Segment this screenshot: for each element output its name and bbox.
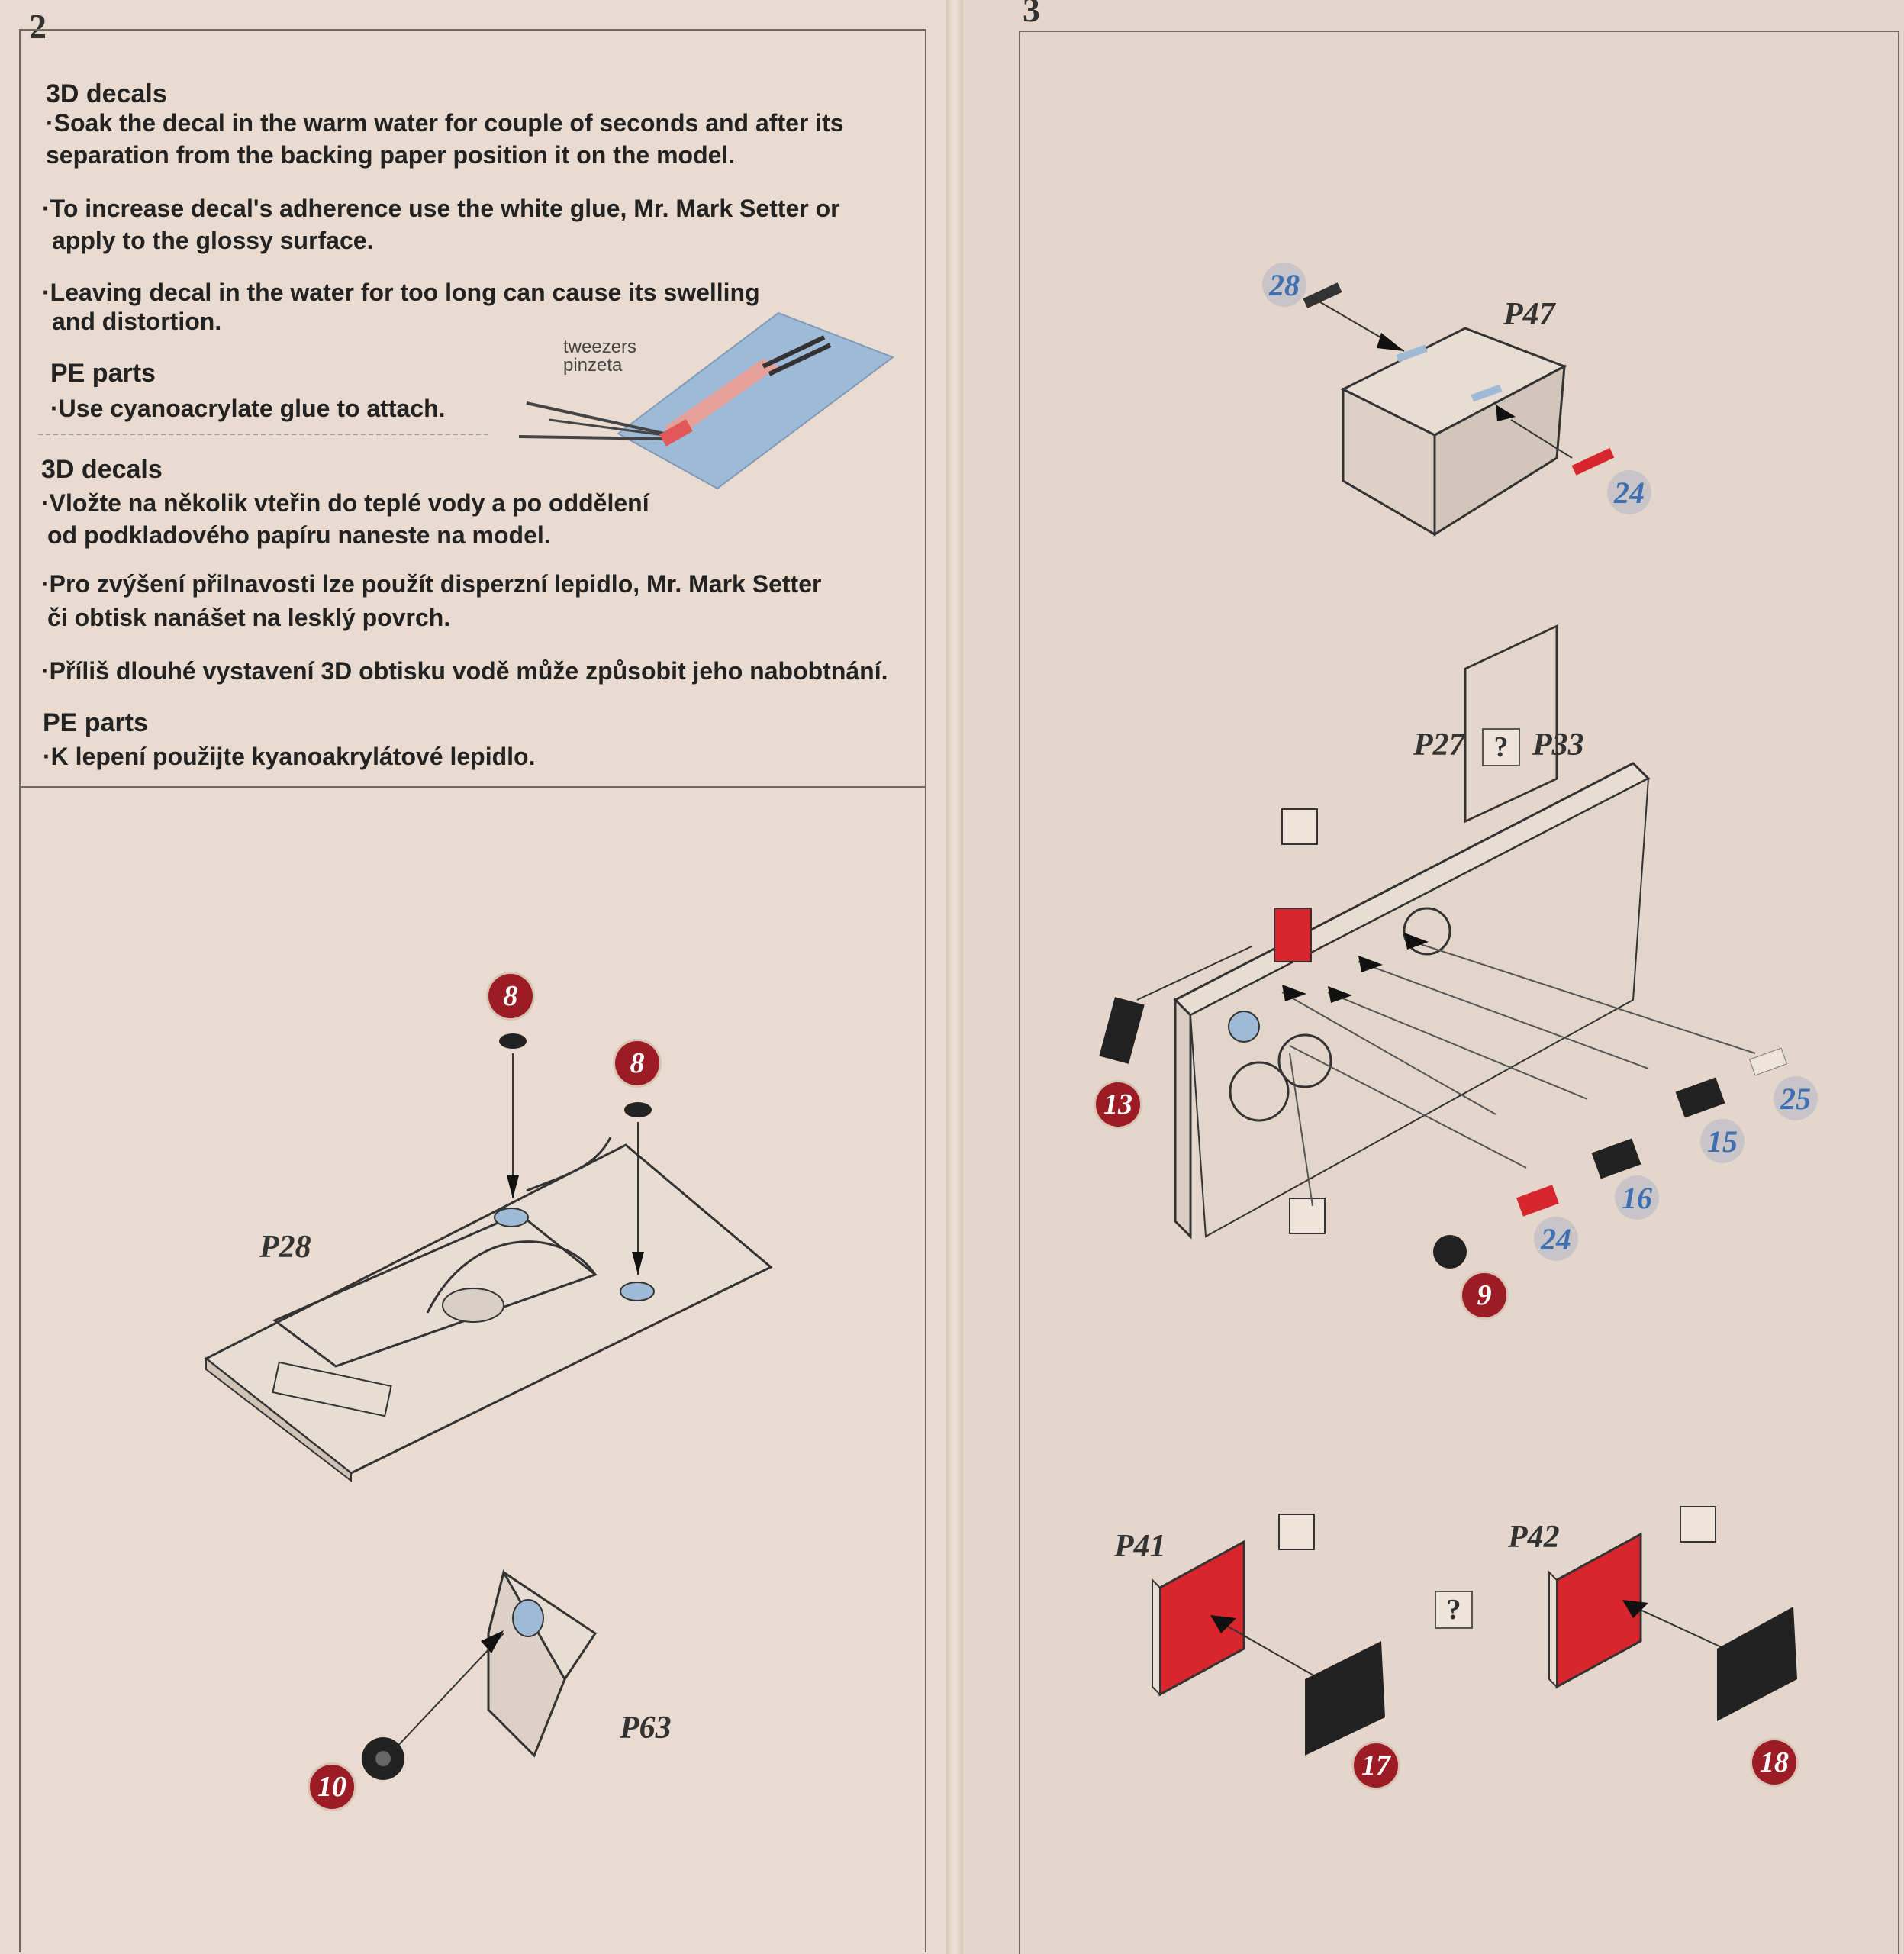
decal-paper-illustration bbox=[518, 311, 895, 490]
left-diagram-panel bbox=[19, 785, 926, 1952]
callout-24b: 24 bbox=[1534, 1217, 1578, 1261]
part-p33: P33 bbox=[1532, 727, 1584, 763]
page-number-right: 3 bbox=[1023, 0, 1040, 29]
callout-28: 28 bbox=[1262, 263, 1306, 307]
en-3d-line1a: ·Soak the decal in the warm water for co… bbox=[46, 109, 844, 137]
p27-wall-drawing bbox=[1099, 624, 1788, 1269]
p47-box-drawing bbox=[1303, 282, 1615, 537]
en-pe-title: PE parts bbox=[50, 359, 156, 388]
cz-pe-title: PE parts bbox=[43, 708, 148, 737]
en-3d-line2b: apply to the glossy surface. bbox=[52, 227, 374, 254]
callout-8b: 8 bbox=[615, 1041, 659, 1085]
cz-pe-line1: ·K lepení použijte kyanoakrylátové lepid… bbox=[43, 743, 536, 770]
part-p63: P63 bbox=[620, 1711, 672, 1746]
en-pe-line1: ·Use cyanoacrylate glue to attach. bbox=[50, 395, 446, 422]
callout-9: 9 bbox=[1462, 1273, 1506, 1317]
alternative-box-1: ? bbox=[1482, 728, 1520, 766]
callout-18: 18 bbox=[1752, 1740, 1796, 1785]
tweezers-label: tweezers bbox=[563, 337, 637, 357]
en-3d-line2a: ·To increase decal's adherence use the w… bbox=[42, 195, 840, 222]
instructions-box bbox=[19, 29, 926, 788]
callout-13: 13 bbox=[1096, 1082, 1140, 1127]
callout-24a: 24 bbox=[1607, 470, 1651, 514]
part-p47: P47 bbox=[1503, 297, 1555, 332]
callout-17: 17 bbox=[1354, 1743, 1398, 1788]
en-3d-line1b: separation from the backing paper positi… bbox=[46, 141, 736, 169]
right-diagram-panel bbox=[1019, 31, 1899, 1954]
alternative-box-2: ? bbox=[1435, 1591, 1473, 1629]
part-p27: P27 bbox=[1413, 727, 1465, 763]
p63-bracket-drawing bbox=[362, 1569, 598, 1780]
callout-16: 16 bbox=[1615, 1175, 1659, 1220]
cz-3d-title: 3D decals bbox=[41, 455, 163, 484]
en-3d-line3b: and distortion. bbox=[52, 308, 222, 335]
cz-3d-line2a: ·Pro zvýšení přilnavosti lze použít disp… bbox=[41, 570, 822, 598]
pinzeta-label: pinzeta bbox=[563, 355, 623, 376]
p28-floor-drawing bbox=[204, 1137, 773, 1483]
callout-8a: 8 bbox=[488, 974, 533, 1018]
p42-panel-drawing bbox=[1548, 1506, 1797, 1721]
cz-3d-line1a: ·Vložte na několik vteřin do teplé vody … bbox=[41, 489, 649, 517]
en-3d-line3a: ·Leaving decal in the water for too long… bbox=[42, 279, 760, 306]
p28-callout-lines bbox=[499, 1033, 652, 1275]
callout-10: 10 bbox=[310, 1765, 354, 1809]
cz-3d-line2b: či obtisk nanášet na lesklý povrch. bbox=[47, 604, 451, 631]
cz-3d-line1b: od podkladového papíru naneste na model. bbox=[47, 521, 551, 549]
callout-15: 15 bbox=[1700, 1119, 1745, 1163]
callout-25: 25 bbox=[1774, 1076, 1818, 1120]
p41-panel-drawing bbox=[1152, 1514, 1385, 1756]
part-p42: P42 bbox=[1508, 1520, 1560, 1555]
section-divider bbox=[38, 434, 488, 435]
part-p28: P28 bbox=[259, 1230, 311, 1265]
cz-3d-line3: ·Příliš dlouhé vystavení 3D obtisku vodě… bbox=[41, 657, 888, 685]
page-fold bbox=[946, 0, 963, 1954]
part-p41: P41 bbox=[1114, 1529, 1166, 1564]
page-number-left: 2 bbox=[29, 7, 47, 46]
en-3d-title: 3D decals bbox=[46, 79, 167, 108]
